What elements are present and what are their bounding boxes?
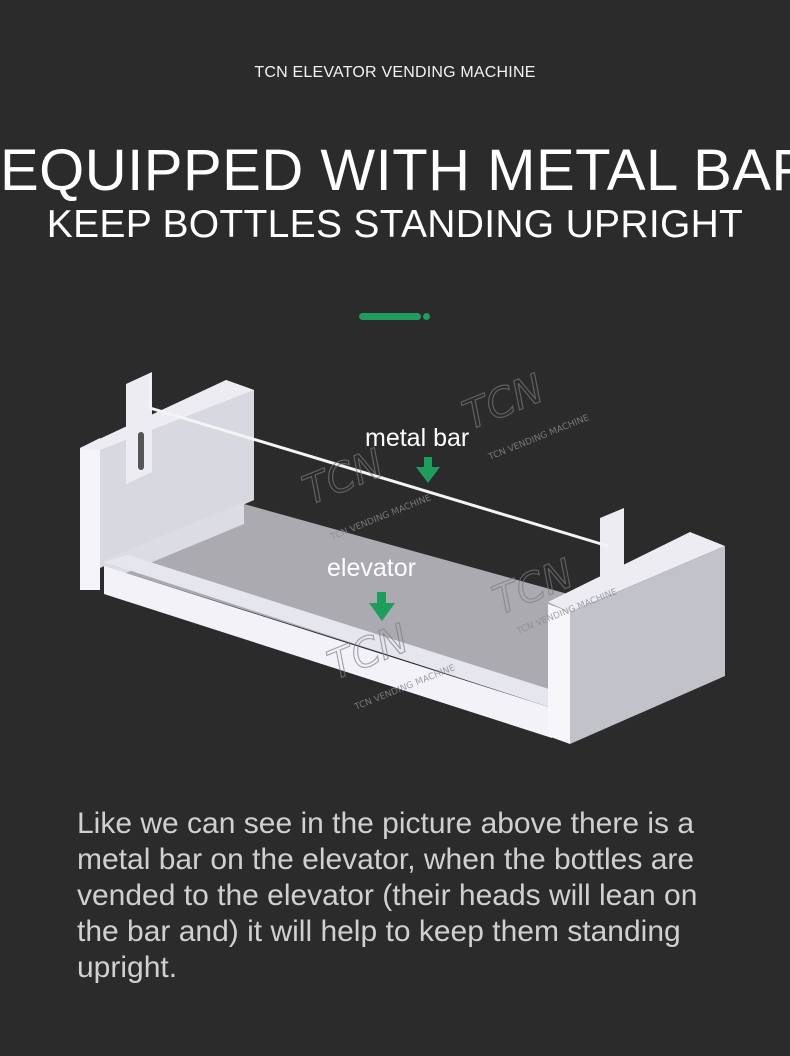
headline: EQUIPPED WITH METAL BAR <box>0 138 790 203</box>
metal-bar-line <box>149 406 609 548</box>
front-lip-top <box>104 555 552 708</box>
elevator-floor <box>104 504 575 706</box>
arrow-down-icon <box>369 592 395 621</box>
elevator-illustration: TCN TCN TCN TCN TCN VENDING MACHINE TCN … <box>80 365 725 744</box>
section-divider <box>359 313 431 321</box>
left-end-top <box>80 380 254 450</box>
divider-bar <box>359 313 421 320</box>
bracket-slot <box>138 432 144 470</box>
left-bracket <box>126 372 152 484</box>
front-lip-face <box>104 566 552 738</box>
right-end-side <box>570 546 725 744</box>
callout-elevator: elevator <box>327 554 416 582</box>
right-end-top <box>548 532 725 612</box>
arrow-down-icon <box>416 457 440 483</box>
subheadline: KEEP BOTTLES STANDING UPRIGHT <box>46 203 744 246</box>
svg-text:TCN: TCN <box>457 366 551 439</box>
description-paragraph: Like we can see in the picture above the… <box>77 807 698 984</box>
right-end-face <box>548 604 570 744</box>
divider-dot <box>423 313 430 320</box>
callout-metal-bar: metal bar <box>365 424 470 452</box>
right-bracket <box>600 508 624 598</box>
kicker-title: TCN ELEVATOR VENDING MACHINE <box>254 64 536 81</box>
left-end-face <box>80 450 100 590</box>
